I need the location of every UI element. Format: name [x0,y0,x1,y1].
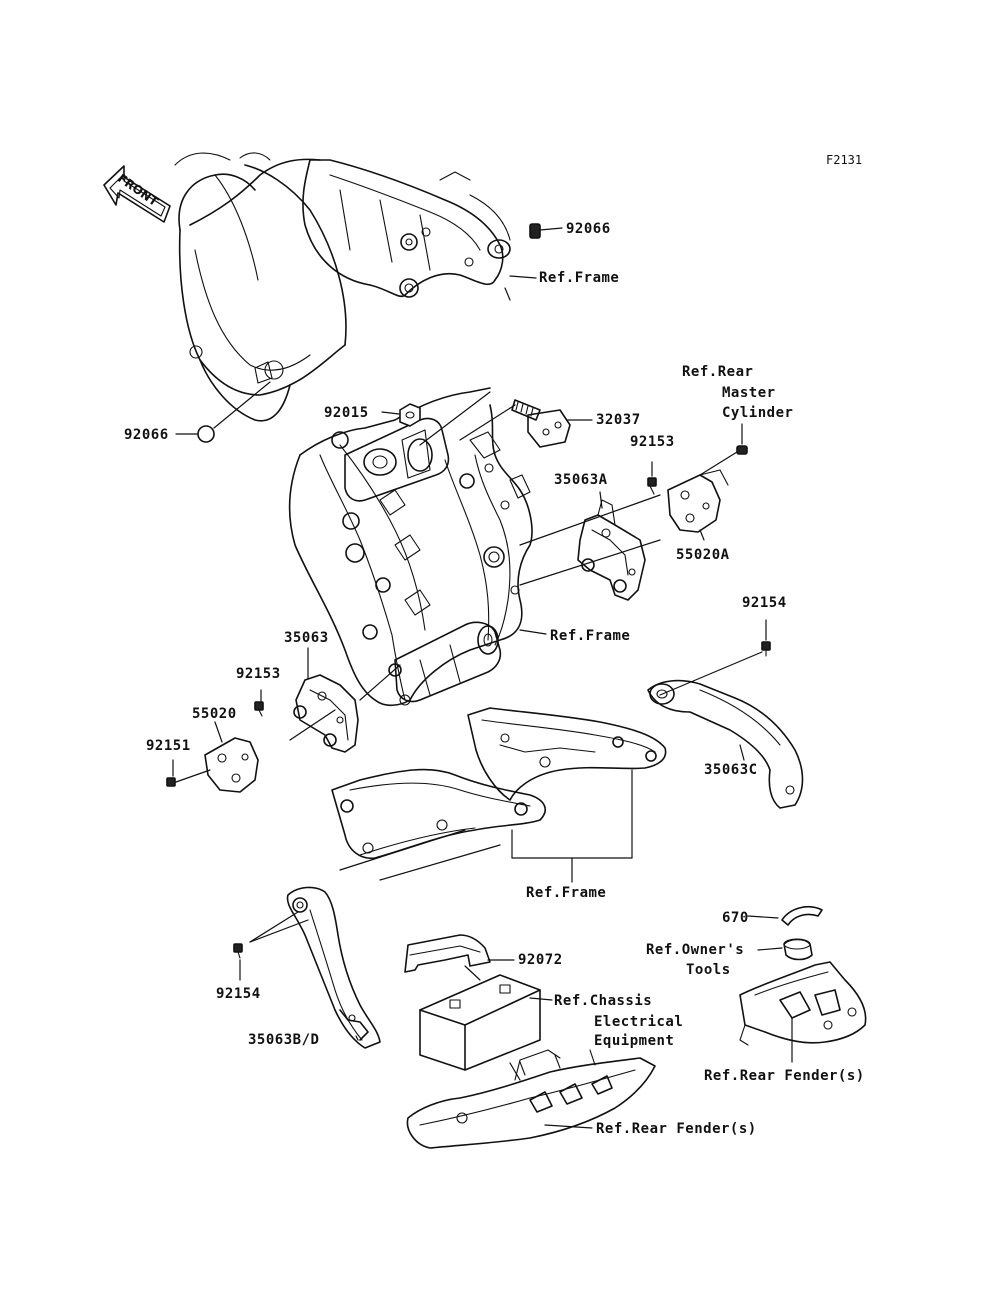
ref-frame-bracket-lines [511,769,633,883]
battery [419,965,553,1071]
label-92066-top: 92066 [566,221,611,237]
owners-tools-roll [757,938,813,961]
label-ref-owners-tools-line2: Tools [686,962,731,978]
upper-fairing-panel [174,152,347,422]
lower-cross-member [394,621,547,703]
label-92154-right: 92154 [742,595,787,611]
label-ref-rear-fender-right: Ref.Rear Fender(s) [704,1068,865,1084]
master-cylinder-bolt [699,423,748,476]
label-92015: 92015 [324,405,369,421]
footrest-bracket-35063 [293,647,359,753]
bracket-plate-55020 [204,721,259,793]
label-35063C: 35063C [704,762,758,778]
label-ref-rear-fender-bottom: Ref.Rear Fender(s) [596,1121,757,1137]
label-92153-left: 92153 [236,666,281,682]
label-32037: 32037 [596,412,641,428]
plug-92066-left [175,381,271,443]
label-670: 670 [722,910,749,926]
label-ref-rear-master-line3: Cylinder [722,405,794,421]
bolt-92154-right [659,619,771,696]
pillion-bracket-35063BD [249,886,381,1049]
label-ref-chassis-line3: Equipment [594,1033,675,1049]
sub-frame-rail-lower [331,768,546,860]
bolt-92154-left [233,943,243,981]
upper-frame-casting [302,159,511,298]
label-ref-frame-top: Ref.Frame [539,270,620,286]
screw-92151 [166,759,211,787]
label-ref-frame-mid: Ref.Frame [550,628,631,644]
grommet-92066-top [529,223,563,239]
sub-frame-rail-upper [467,707,667,801]
label-ref-owners-tools-line1: Ref.Owner's [646,942,745,958]
rear-fender-right [739,961,867,1063]
bolt-92153-left [254,689,264,717]
label-ref-rear-master-line1: Ref.Rear [682,364,754,380]
bolt-92153-right [647,461,657,495]
upper-cross-tube [344,417,450,502]
pillion-bracket-35063C [647,679,804,809]
label-92066-left: 92066 [124,427,169,443]
label-35063BD: 35063B/D [248,1032,320,1048]
label-35063: 35063 [284,630,329,646]
label-ref-chassis-line1: Ref.Chassis [554,993,653,1009]
label-ref-chassis-line2: Electrical [594,1014,684,1030]
front-arrow-icon [103,165,171,223]
rear-fender-tray [406,1049,656,1149]
nut-92015 [381,403,421,427]
label-ref-rear-master-line2: Master [722,385,776,401]
label-92151: 92151 [146,738,191,754]
main-frame-casting [288,387,533,707]
tool-strap-670 [747,906,823,926]
label-92154-left: 92154 [216,986,261,1002]
battery-cover-92072 [404,934,515,973]
figure-code: F2131 [826,153,863,167]
stud-bolt-32037 [511,399,593,448]
label-55020A: 55020A [676,547,730,563]
label-55020: 55020 [192,706,237,722]
label-92153-right: 92153 [630,434,675,450]
label-35063A: 35063A [554,472,608,488]
bracket-plate-55020A [667,469,729,541]
footrest-bracket-35063A [577,491,646,601]
label-ref-frame-bottom: Ref.Frame [526,885,607,901]
label-92072: 92072 [518,952,563,968]
